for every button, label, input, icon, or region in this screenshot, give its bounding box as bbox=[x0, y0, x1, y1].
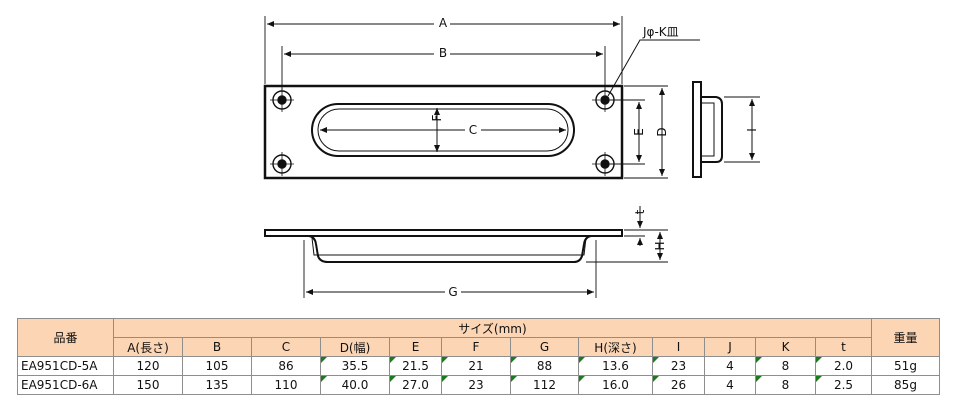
cell: 110 bbox=[251, 375, 321, 395]
col-header: E bbox=[389, 337, 442, 357]
cell: 23 bbox=[441, 375, 511, 395]
front-view bbox=[264, 206, 668, 298]
col-header: H(深さ) bbox=[578, 337, 653, 357]
cell: 86 bbox=[251, 356, 321, 376]
cell: 8 bbox=[755, 356, 816, 376]
col-header: A(長さ) bbox=[113, 337, 183, 357]
col-header: t bbox=[815, 337, 872, 357]
col-header: C bbox=[251, 337, 321, 357]
label-f: F bbox=[430, 114, 444, 121]
cell: 40.0 bbox=[320, 375, 390, 395]
label-h: H bbox=[653, 241, 667, 250]
label-b: B bbox=[439, 46, 447, 60]
label-t: t bbox=[633, 209, 647, 214]
cell: 112 bbox=[510, 375, 579, 395]
cell: 4 bbox=[704, 375, 756, 395]
cell: 2.0 bbox=[815, 356, 872, 376]
col-header: I bbox=[652, 337, 705, 357]
header-row-2: A(長さ) B C D(幅) E F G H(深さ) I J K t bbox=[18, 337, 940, 357]
cell: 35.5 bbox=[320, 356, 390, 376]
weight: 51g bbox=[871, 356, 940, 376]
cell: 27.0 bbox=[389, 375, 442, 395]
weight: 85g bbox=[871, 375, 940, 395]
product-header: 品番 bbox=[17, 318, 114, 357]
cell: 105 bbox=[182, 356, 252, 376]
spec-table: 品番 サイズ(mm) 重量 A(長さ) B C D(幅) E F G H(深さ)… bbox=[17, 318, 940, 395]
cell: 120 bbox=[113, 356, 183, 376]
cell: 8 bbox=[755, 375, 816, 395]
col-header: F bbox=[441, 337, 511, 357]
cell: 2.5 bbox=[815, 375, 872, 395]
header-row-1: 品番 サイズ(mm) 重量 bbox=[17, 318, 940, 357]
cell: 88 bbox=[510, 356, 579, 376]
cell: 21.5 bbox=[389, 356, 442, 376]
label-hole: Jφ-K皿 bbox=[642, 25, 679, 39]
cell: 21 bbox=[441, 356, 511, 376]
label-c: C bbox=[469, 123, 477, 137]
table-row: EA951CD-6A 150 135 110 40.0 27.0 23 112 … bbox=[17, 375, 940, 395]
opening bbox=[311, 103, 575, 157]
col-header: J bbox=[704, 337, 756, 357]
plan-view bbox=[263, 16, 700, 180]
cell: 4 bbox=[704, 356, 756, 376]
table-row: EA951CD-5A 120 105 86 35.5 21.5 21 88 13… bbox=[17, 356, 940, 376]
cell: 13.6 bbox=[578, 356, 653, 376]
label-d: D bbox=[655, 127, 669, 136]
size-header: サイズ(mm) bbox=[113, 318, 872, 338]
label-g: G bbox=[448, 285, 457, 299]
label-i: I bbox=[745, 128, 759, 132]
label-e: E bbox=[632, 128, 646, 136]
col-header: G bbox=[510, 337, 579, 357]
label-a: A bbox=[439, 16, 448, 30]
cell: 150 bbox=[113, 375, 183, 395]
cell: 135 bbox=[182, 375, 252, 395]
part-number: EA951CD-5A bbox=[17, 356, 114, 376]
cell: 26 bbox=[652, 375, 705, 395]
col-header: D(幅) bbox=[320, 337, 390, 357]
cell: 23 bbox=[652, 356, 705, 376]
side-view bbox=[692, 81, 760, 178]
weight-header: 重量 bbox=[871, 318, 940, 357]
part-number: EA951CD-6A bbox=[17, 375, 114, 395]
dimension-labels: A B C F E D I t H G Jφ-K皿 bbox=[430, 16, 759, 299]
technical-drawing: A B C F E D I t H G Jφ-K皿 bbox=[263, 16, 760, 299]
col-header: B bbox=[182, 337, 252, 357]
hole-leader bbox=[607, 39, 700, 97]
col-header: K bbox=[755, 337, 816, 357]
cell: 16.0 bbox=[578, 375, 653, 395]
outer-plate bbox=[263, 84, 624, 180]
